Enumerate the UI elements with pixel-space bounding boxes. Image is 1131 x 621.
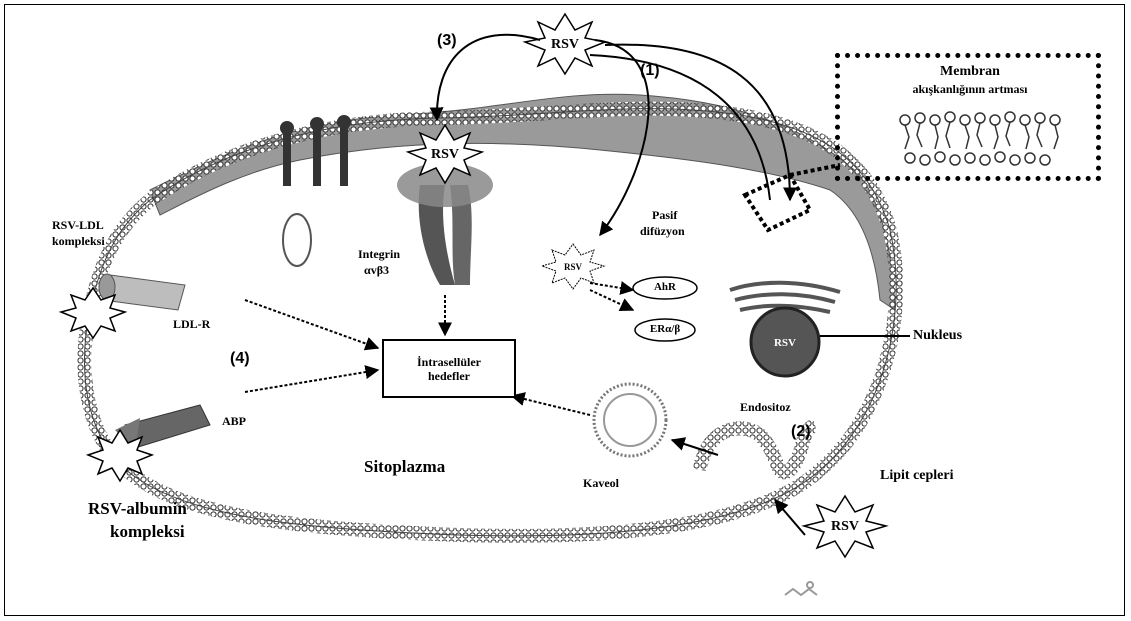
caveole-to-target-arrow — [512, 396, 590, 415]
rsv-entry-arrow — [775, 500, 805, 535]
caveole-label: Kaveol — [583, 476, 619, 490]
membrane-receptors — [280, 115, 351, 186]
molecule-icon — [785, 582, 817, 595]
step-label-3: (3) — [437, 32, 457, 50]
endocytosis-label: Endositoz — [740, 400, 791, 414]
caveole-vesicle — [594, 384, 666, 456]
membrane-fluidity-title: Membran — [890, 63, 1050, 80]
rsv-albumin-label: RSV-albumin — [88, 498, 187, 519]
rsv-star — [61, 288, 125, 338]
rsv-to-ahr-arrow — [590, 283, 633, 290]
nucleus-label: Nukleus — [913, 327, 962, 344]
ldl-to-target-arrow — [245, 300, 378, 348]
step-label-2: (2) — [791, 423, 811, 441]
passive-diffusion-label: Pasif — [652, 208, 677, 222]
rsv-star — [88, 430, 152, 481]
abp-label: ABP — [222, 414, 246, 428]
intracellular-targets-box: İntrasellüler hedefler — [382, 339, 516, 398]
step-label-4: (4) — [230, 350, 250, 368]
er-label: ERα/β — [640, 323, 690, 335]
rsv-label: RSV — [831, 519, 859, 534]
lipid-rafts-label: Lipit cepleri — [880, 467, 954, 484]
integrin-label: Integrin — [358, 247, 400, 261]
rsv-label: RSV — [774, 337, 796, 349]
membrane-zoom-outline — [745, 175, 810, 230]
ahr-label: AhR — [640, 281, 690, 293]
mitochondrion — [283, 214, 311, 266]
membrane-fluidity-subtitle: akışkanlığının artması — [850, 82, 1090, 96]
intracellular-targets-label: İntrasellüler — [417, 355, 481, 369]
cytoplasm-label: Sitoplazma — [364, 456, 445, 477]
rsv-label: RSV — [431, 147, 459, 162]
rsv-label: RSV — [551, 37, 579, 52]
rsv-ldl-label-2: kompleksi — [52, 234, 105, 248]
ldl-r-label: LDL-R — [173, 317, 210, 331]
passive-diffusion-label-2: difüzyon — [640, 224, 685, 238]
intracellular-targets-label-2: hedefler — [428, 369, 470, 383]
step-label-1: (1) — [640, 62, 660, 80]
rsv-to-er-arrow — [590, 290, 633, 310]
abp-to-target-arrow — [245, 370, 378, 392]
rsv-albumin-label-2: kompleksi — [110, 521, 185, 542]
rsv-label: RSV — [564, 262, 583, 272]
rsv-ldl-label: RSV-LDL — [52, 218, 104, 232]
integrin-subtype-label: αvβ3 — [364, 263, 389, 277]
